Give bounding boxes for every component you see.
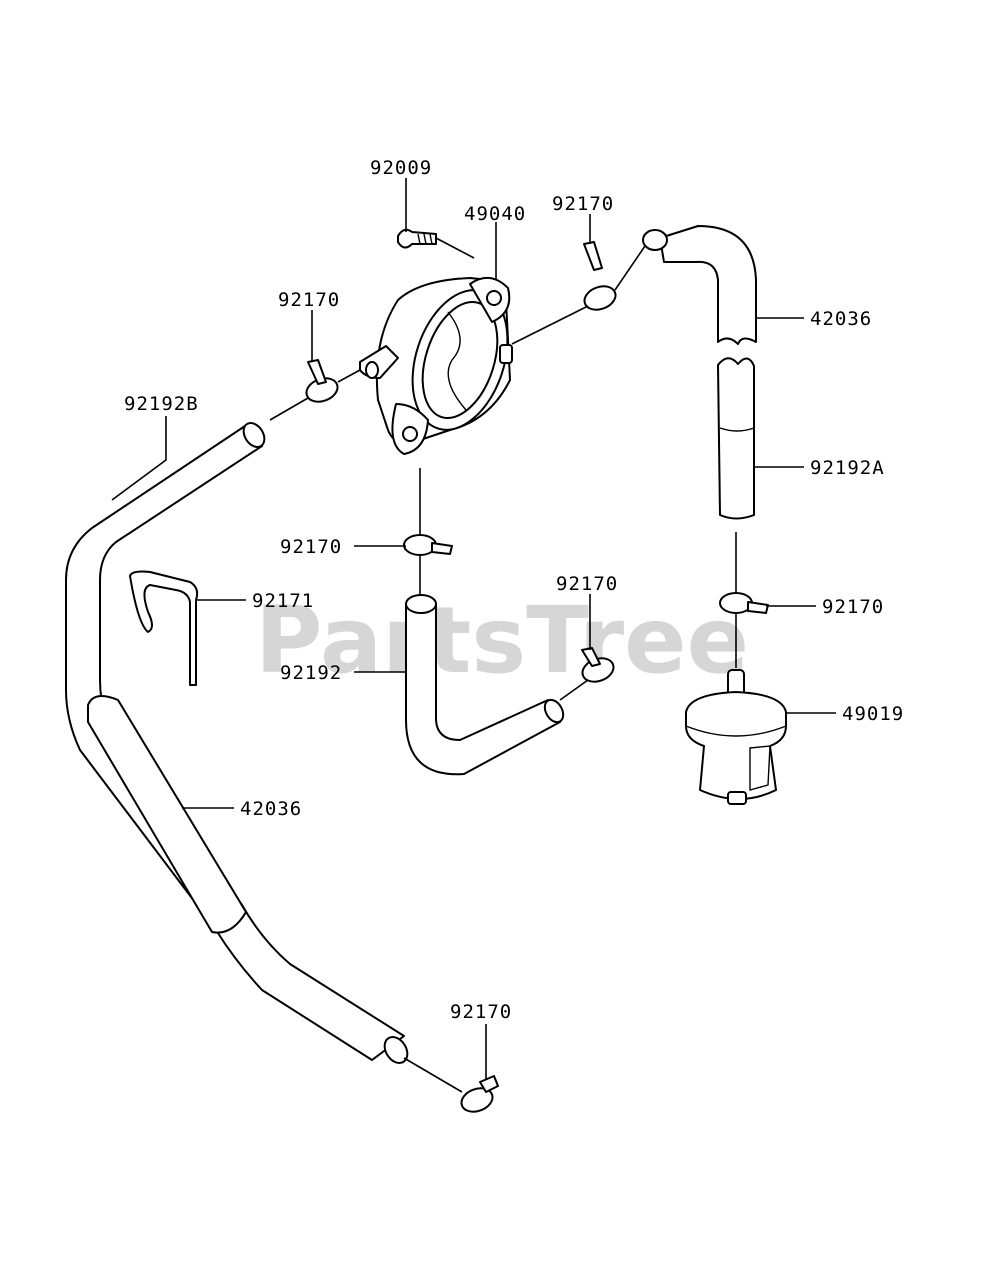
hose-clamp-left[interactable] (303, 359, 341, 406)
hose-end-bottom (383, 1036, 409, 1064)
callout-92170-left[interactable]: 92170 (278, 289, 340, 311)
callout-92009[interactable]: 92009 (370, 157, 432, 179)
hose-42036-sleeve-left[interactable] (87, 695, 247, 934)
hose-clamp-top[interactable] (581, 241, 619, 314)
callout-49040[interactable]: 49040 (464, 203, 526, 225)
callout-92170-top[interactable]: 92170 (552, 193, 614, 215)
watermark: PartsTree (255, 587, 749, 694)
hose-clamp-mid[interactable] (403, 534, 453, 556)
clip-92171[interactable] (129, 570, 199, 686)
screw-92009[interactable] (397, 228, 437, 249)
hose-clamp-center[interactable] (579, 647, 617, 686)
fuel-filter-49019[interactable] (685, 669, 787, 805)
callout-labels: 92009 49040 92170 92170 42036 92192B 921… (124, 157, 904, 1023)
callout-49019[interactable]: 49019 (842, 703, 904, 725)
assembly-lines (269, 237, 737, 1093)
hose-42036-elbow-right[interactable] (642, 225, 757, 345)
callout-92192B[interactable]: 92192B (124, 393, 199, 415)
callout-92170-bottom[interactable]: 92170 (450, 1001, 512, 1023)
callout-92170-center[interactable]: 92170 (556, 573, 618, 595)
callout-42036-left[interactable]: 42036 (240, 798, 302, 820)
callout-92192A[interactable]: 92192A (810, 457, 885, 479)
leader-lines (111, 178, 836, 1080)
callout-92170-right[interactable]: 92170 (822, 596, 884, 618)
hose-92192B-assembly[interactable] (65, 419, 405, 1061)
callout-92192[interactable]: 92192 (280, 662, 342, 684)
hose-clamp-bottom[interactable] (458, 1075, 499, 1116)
callout-92171[interactable]: 92171 (252, 590, 314, 612)
hose-92192A[interactable] (717, 357, 755, 520)
hose-92192[interactable] (405, 594, 567, 776)
fuel-cock-49040[interactable] (359, 277, 524, 455)
callout-42036-right[interactable]: 42036 (810, 308, 872, 330)
hose-clamp-right[interactable] (719, 592, 769, 614)
callout-92170-mid[interactable]: 92170 (280, 536, 342, 558)
